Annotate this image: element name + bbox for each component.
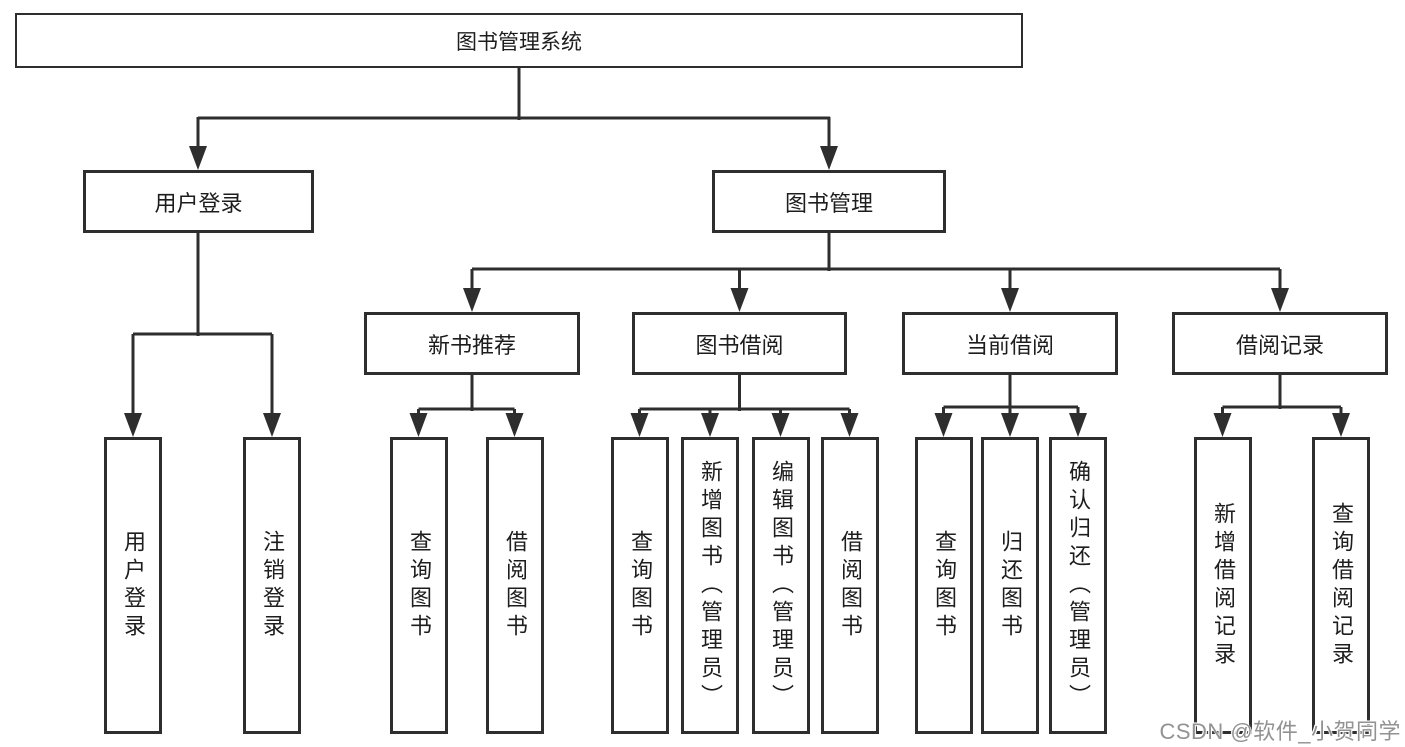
node-new-book-recommend-label: 新书推荐 [427, 332, 516, 358]
node-current-borrowing-label: 当前借阅 [965, 332, 1054, 358]
arrow-to-leaf-add-book [701, 413, 719, 437]
leaf-logout: 注销登录 [243, 437, 301, 734]
node-borrowing-records: 借阅记录 [1172, 312, 1388, 375]
line-newbook-split [417, 375, 516, 417]
arrow-to-book-borrowing [730, 288, 749, 312]
leaf-query-books-3: 查询图书 [915, 437, 973, 734]
leaf-logout-label: 注销登录 [260, 529, 285, 642]
leaf-user-login-label: 用户登录 [121, 529, 146, 642]
leaf-borrow-books-1-label: 借阅图书 [503, 529, 528, 642]
leaf-borrow-books-2-label: 借阅图书 [838, 529, 863, 642]
arrow-to-leaf-return-book [1001, 413, 1019, 437]
line-userlogin-split [131, 233, 274, 417]
arrow-to-leaf-query-books-2 [630, 413, 649, 437]
leaf-query-books-3-label: 查询图书 [932, 529, 957, 642]
leaf-return-book-label: 归还图书 [998, 529, 1023, 642]
leaf-edit-book-admin-label: 编辑图书（管理员） [769, 459, 794, 712]
arrow-to-leaf-add-borrow-record [1213, 413, 1232, 437]
leaf-return-book: 归还图书 [981, 437, 1039, 734]
leaf-confirm-return-admin: 确认归还（管理员） [1049, 437, 1107, 734]
arrow-to-leaf-user-login [124, 413, 142, 437]
leaf-query-books-2-label: 查询图书 [628, 529, 653, 642]
node-user-login: 用户登录 [83, 170, 314, 233]
arrow-to-current-borrowing [1001, 288, 1019, 312]
leaf-add-book-admin: 新增图书（管理员） [681, 437, 739, 734]
node-current-borrowing: 当前借阅 [902, 312, 1118, 375]
node-borrowing-records-label: 借阅记录 [1235, 332, 1324, 358]
csdn-watermark: CSDN @软件_小贺同学 [1159, 719, 1401, 744]
arrow-to-book-management [820, 146, 838, 170]
leaf-confirm-return-admin-label: 确认归还（管理员） [1066, 459, 1091, 712]
arrow-to-leaf-borrow-books-1 [505, 413, 524, 437]
leaf-query-books-2: 查询图书 [611, 437, 669, 734]
node-book-management-label: 图书管理 [784, 190, 873, 216]
line-bookborrow-split [638, 375, 851, 417]
arrow-to-leaf-logout [263, 413, 281, 437]
arrow-to-leaf-query-borrow-record [1332, 413, 1350, 437]
leaf-edit-book-admin: 编辑图书（管理员） [752, 437, 810, 734]
leaf-add-borrow-record-label: 新增借阅记录 [1211, 501, 1236, 670]
leaf-query-borrow-record-label: 查询借阅记录 [1329, 501, 1354, 670]
node-user-login-label: 用户登录 [154, 190, 243, 216]
line-currentborrow-split [942, 375, 1080, 417]
leaf-add-borrow-record: 新增借阅记录 [1194, 437, 1252, 734]
leaf-query-borrow-record: 查询借阅记录 [1312, 437, 1370, 734]
arrow-to-leaf-borrow-books-2 [840, 413, 859, 437]
line-level2-split [196, 116, 831, 150]
arrow-to-user-login [189, 146, 207, 170]
node-book-management: 图书管理 [712, 170, 946, 233]
arrow-to-leaf-confirm-return [1069, 413, 1087, 437]
leaf-borrow-books-1: 借阅图书 [486, 437, 544, 734]
arrow-to-leaf-edit-book [771, 413, 790, 437]
arrow-to-leaf-query-books-3 [934, 413, 953, 437]
node-new-book-recommend: 新书推荐 [364, 312, 580, 375]
arrow-to-new-book-recommend [463, 288, 481, 312]
leaf-add-book-admin-label: 新增图书（管理员） [698, 459, 723, 712]
node-root-label: 图书管理系统 [456, 30, 582, 54]
line-borrowrecords-split [1221, 375, 1343, 417]
leaf-user-login: 用户登录 [104, 437, 162, 734]
leaf-query-books-1-label: 查询图书 [407, 529, 432, 642]
arrow-to-leaf-query-books-1 [409, 413, 428, 437]
node-root-system: 图书管理系统 [15, 13, 1023, 68]
node-book-borrowing-label: 图书借阅 [695, 332, 784, 358]
line-bookmgmt-split [470, 233, 1282, 292]
leaf-borrow-books-2: 借阅图书 [821, 437, 879, 734]
leaf-query-books-1: 查询图书 [390, 437, 448, 734]
arrow-to-borrowing-records [1271, 288, 1289, 312]
node-book-borrowing: 图书借阅 [632, 312, 847, 375]
